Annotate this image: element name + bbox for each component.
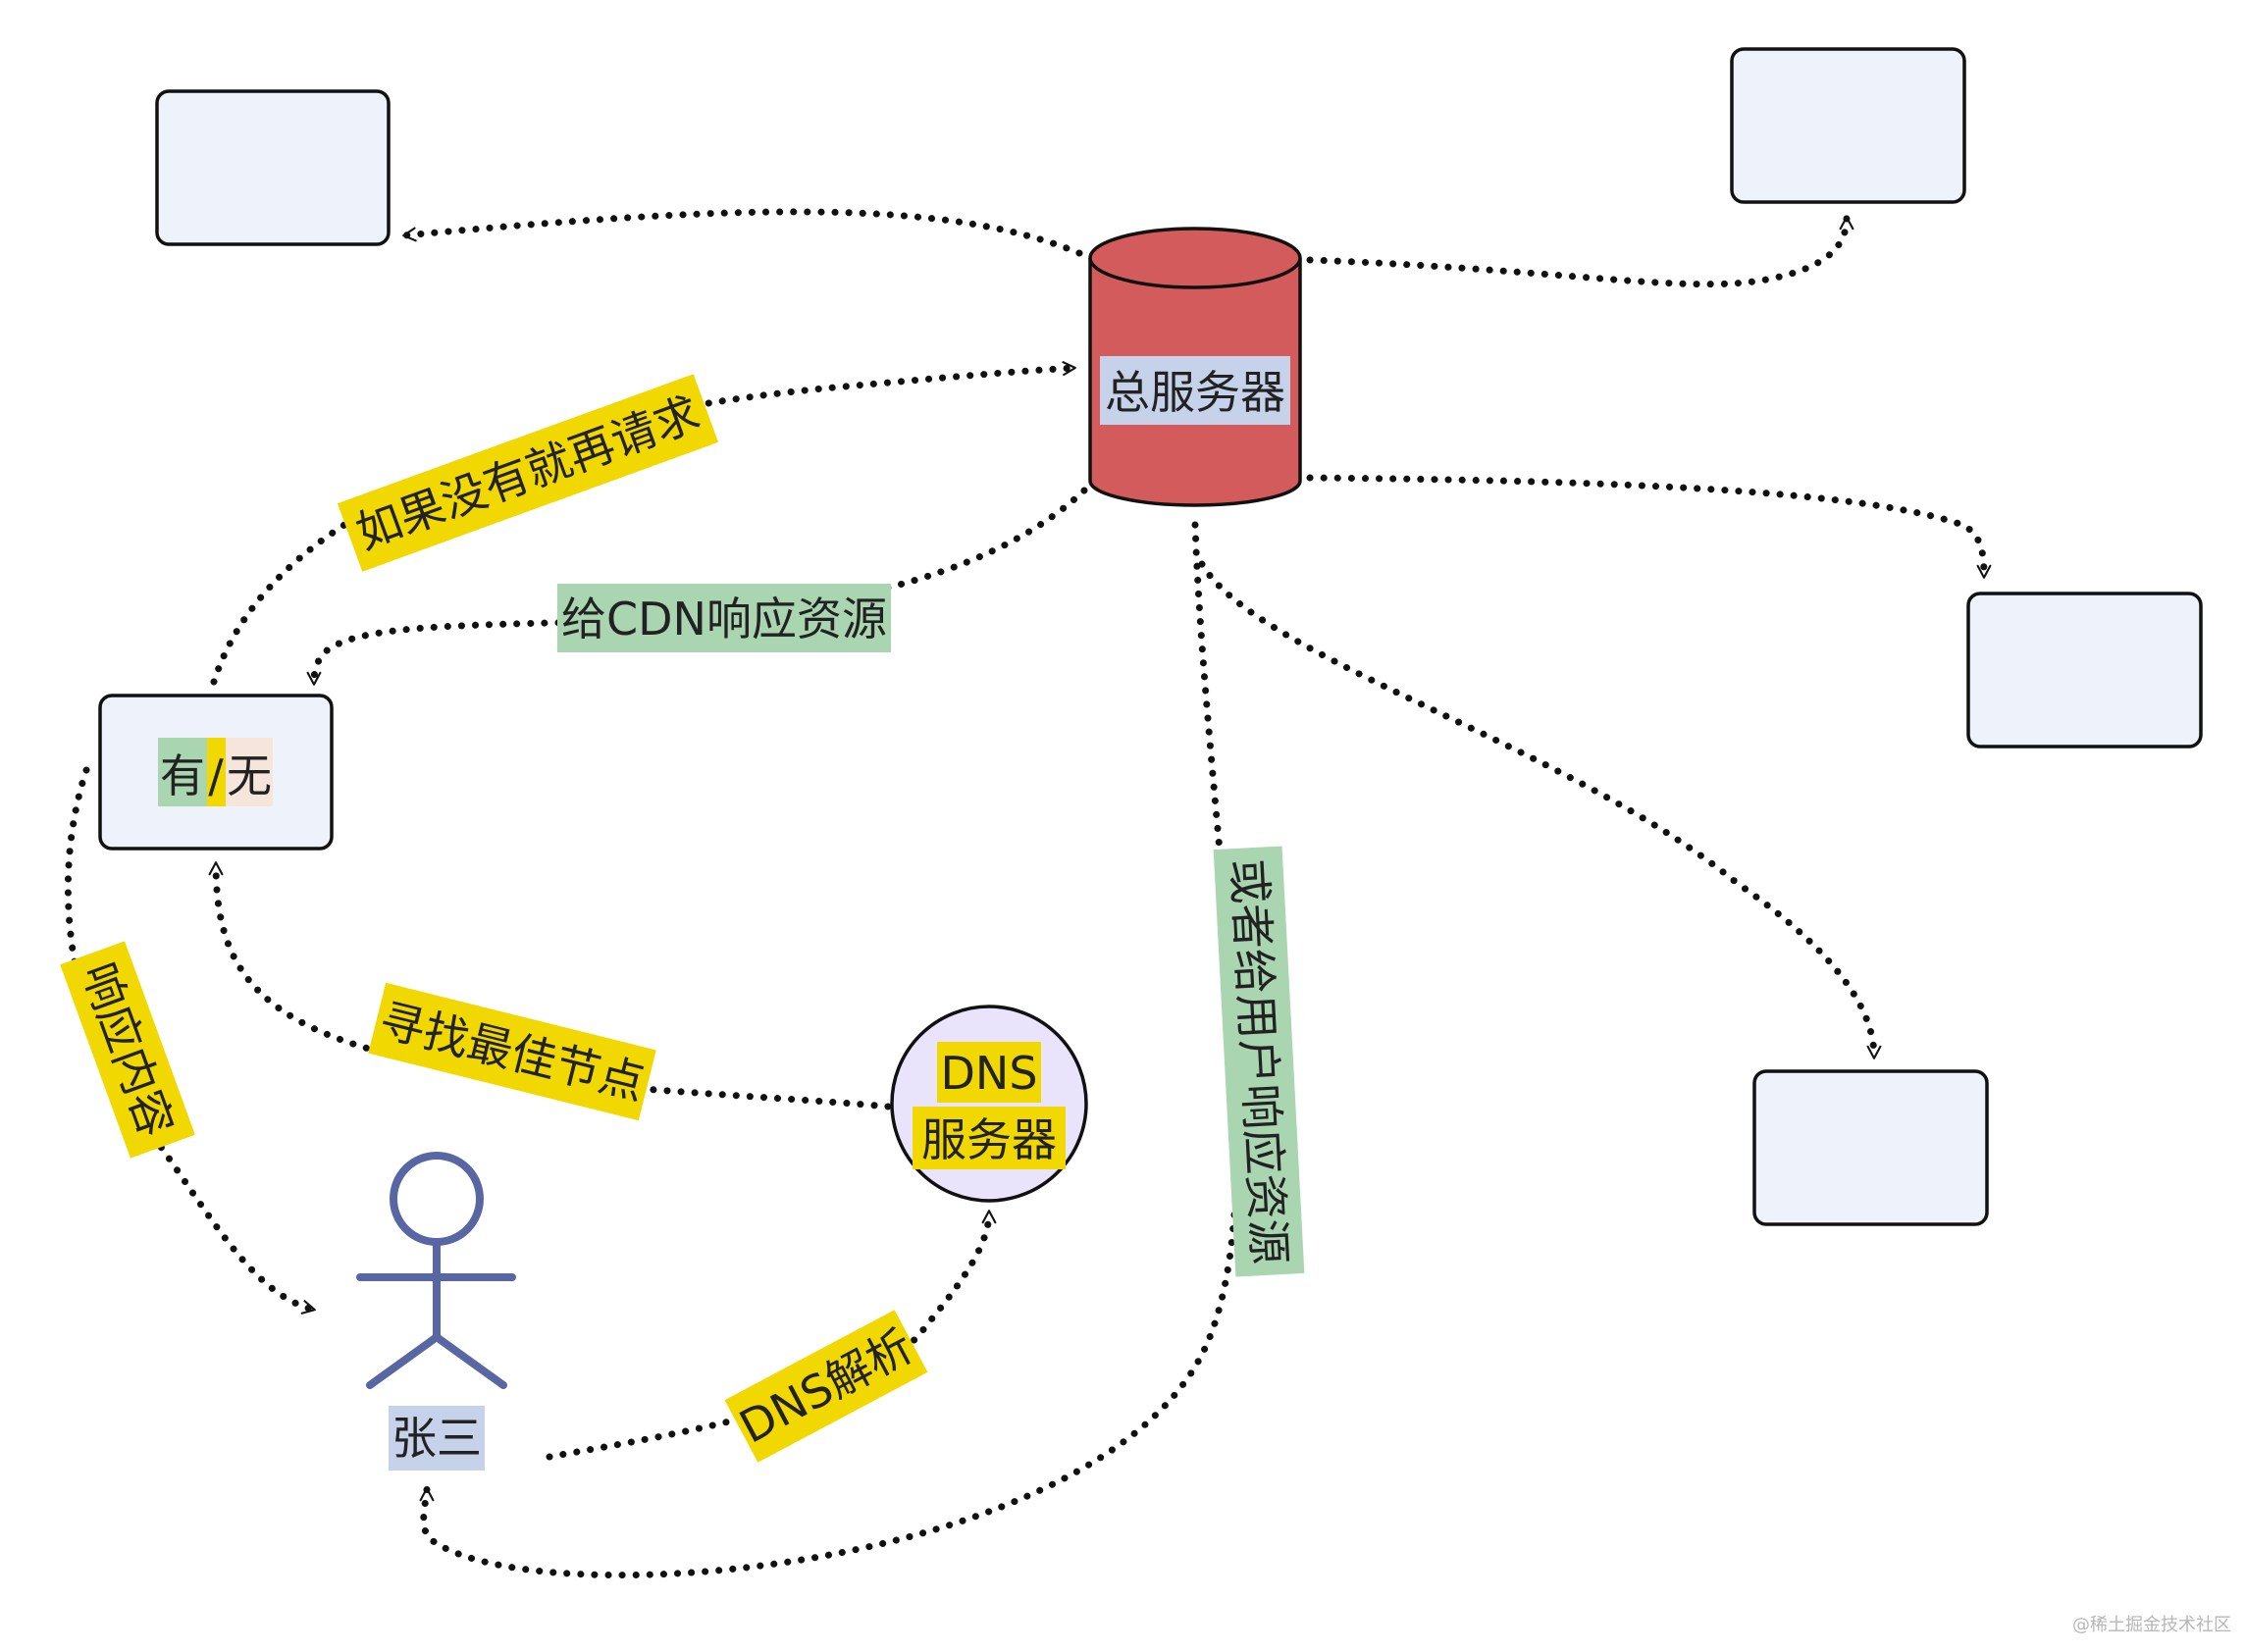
edge-label-respond-to-cdn: 给CDN响应资源 — [561, 593, 887, 645]
dns-server-label-line1: DNS — [940, 1047, 1037, 1100]
box-bottom-right — [1752, 1069, 1989, 1226]
cdn-has-label: 有 — [160, 749, 205, 802]
edge-server-to-box-right — [1306, 474, 1992, 581]
dns-server-node — [890, 1005, 1088, 1203]
box-right — [1966, 592, 2203, 749]
user-label: 张三 — [392, 1412, 482, 1465]
edge-label-respond-to-cdn-group: 给CDN响应资源 — [557, 584, 891, 652]
edge-label-dns-resolve-group: DNS解析 — [724, 1310, 928, 1463]
edge-label-response-content-group: 响应内容 — [60, 941, 195, 1159]
cdn-none-label: 无 — [227, 749, 272, 802]
edge-label-respond-to-user-bg — [1213, 846, 1305, 1277]
edge-server-to-box-bottomright — [1198, 560, 1882, 1061]
box-top-right — [1730, 47, 1966, 204]
edge-label-request-if-missing-group: 如果没有就再请求 — [337, 374, 719, 572]
user-label-highlight — [389, 1406, 485, 1471]
edge-label-find-best-node: 寻找最佳节点 — [375, 993, 651, 1110]
edge-label-respond-to-cdn-bg — [557, 584, 891, 652]
edge-server-to-box-topright — [1306, 214, 1854, 288]
edge-label-find-best-node-bg — [368, 982, 656, 1121]
edge-label-response-content: 响应内容 — [72, 955, 183, 1143]
edge-label-request-if-missing: 如果没有就再请求 — [349, 387, 706, 560]
edge-server-to-box-topleft — [400, 208, 1083, 257]
main-server-label: 总服务器 — [1105, 366, 1285, 419]
dns-server-label-line2: 服务器 — [921, 1113, 1057, 1166]
edge-label-find-best-node-group: 寻找最佳节点 — [368, 982, 656, 1121]
cdn-slash-highlight — [207, 738, 226, 806]
cdn-none-highlight — [226, 738, 273, 806]
edge-label-response-content-bg — [60, 941, 195, 1159]
user-stick-figure — [356, 1152, 516, 1389]
cdn-has-highlight — [158, 738, 207, 806]
watermark: @稀土掘金技术社区 — [2072, 1615, 2231, 1635]
main-server-label-highlight — [1100, 356, 1290, 425]
dns-line1-highlight — [937, 1042, 1041, 1103]
cdn-slash-label: / — [208, 749, 224, 802]
dns-line2-highlight — [913, 1107, 1066, 1169]
edge-label-request-if-missing-bg — [337, 374, 719, 572]
edge-label-respond-to-user-group: 或者给用户响应资源 — [1213, 846, 1305, 1277]
box-top-left — [155, 89, 391, 246]
edge-user-dns-resolve — [546, 1208, 997, 1461]
edge-label-dns-resolve-bg — [724, 1310, 928, 1463]
